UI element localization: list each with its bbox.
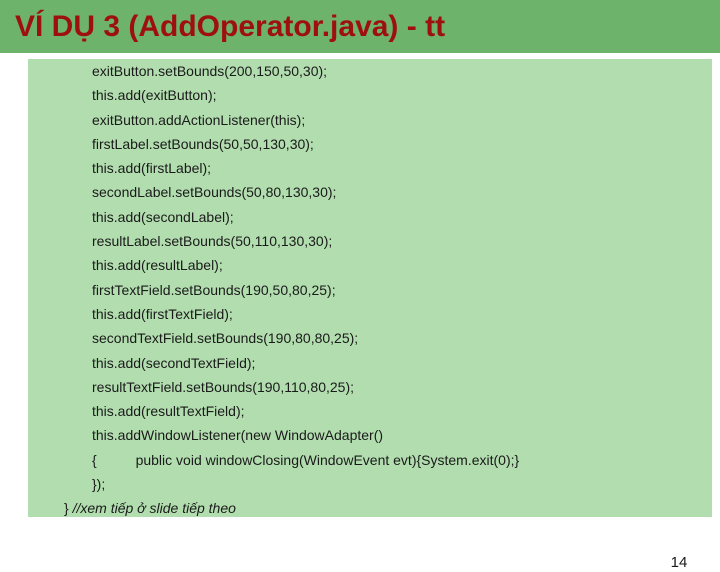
code-line: resultLabel.setBounds(50,110,130,30);: [92, 233, 333, 250]
code-line: exitButton.setBounds(200,150,50,30);: [92, 63, 328, 79]
code-comment: //xem tiếp ở slide tiếp theo: [72, 500, 236, 517]
code-line: exitButton.addActionListener(this);: [92, 111, 306, 128]
code-line: this.add(secondTextField);: [92, 354, 256, 371]
code-line: secondLabel.setBounds(50,80,130,30);: [92, 184, 337, 201]
code-line: secondTextField.setBounds(190,80,80,25);: [92, 330, 359, 347]
code-line: this.add(firstLabel);: [92, 160, 212, 177]
code-line: { public void windowClosing(WindowEvent …: [92, 451, 520, 468]
code-line: this.add(resultLabel);: [92, 257, 223, 274]
code-block: exitButton.setBounds(200,150,50,30); this…: [28, 59, 712, 521]
page-title: VÍ DỤ 3 (AddOperator.java) - tt: [15, 10, 446, 43]
code-line: resultTextField.setBounds(190,110,80,25)…: [92, 378, 355, 395]
code-line: this.add(secondLabel);: [92, 208, 234, 225]
code-line: this.addWindowListener(new WindowAdapter…: [92, 427, 384, 444]
code-line: this.add(exitButton);: [92, 87, 217, 104]
content-box: exitButton.setBounds(200,150,50,30); this…: [28, 59, 712, 571]
code-line: firstTextField.setBounds(190,50,80,25);: [92, 281, 336, 298]
page-number: 14: [670, 554, 688, 571]
code-line: this.add(firstTextField);: [92, 305, 233, 322]
code-line: firstLabel.setBounds(50,50,130,30);: [92, 135, 314, 152]
code-line: } //xem tiếp ở slide tiếp theo: [64, 500, 236, 517]
title-band: [0, 0, 720, 53]
code-line: this.add(resultTextField);: [92, 403, 245, 420]
code-line: });: [92, 476, 106, 493]
